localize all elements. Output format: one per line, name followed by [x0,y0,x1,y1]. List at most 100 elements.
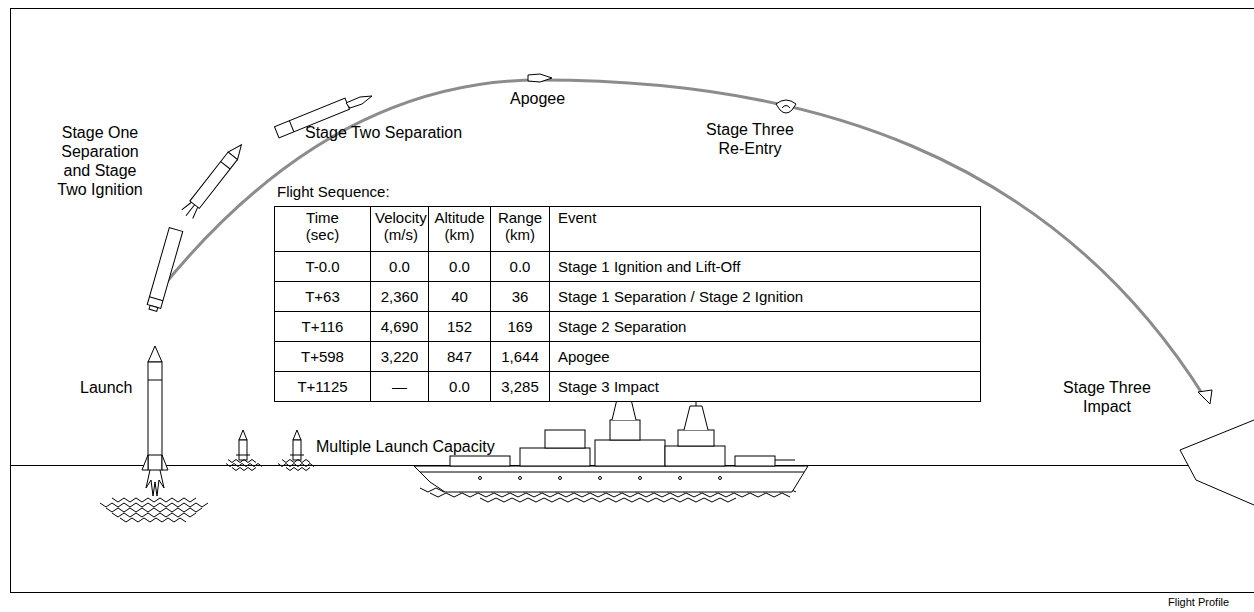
drawing-stroke [450,456,510,466]
table-cell: 847 [429,342,491,372]
drawing-stroke [639,477,642,480]
wave-stroke [120,518,186,522]
drawing-stroke [735,456,775,466]
stage-label: Stage One Separation and Stage Two Ignit… [50,123,150,199]
table-cell: Stage 1 Ignition and Lift-Off [550,252,981,282]
drawing-stroke [221,162,230,169]
drawing-stroke [599,477,602,480]
table-value: 2,360 [381,288,419,305]
drawing-stroke [290,455,304,456]
wave-stroke [106,508,202,512]
launch-label: Multiple Launch Capacity [316,437,495,456]
table-value: Stage 1 Separation / Stage 2 Ignition [558,288,803,305]
drawing-stroke [520,448,590,466]
stage-label: Stage Three Impact [1057,378,1157,416]
drawing-stroke [528,74,552,82]
table-header: Velocity (m/s) [375,209,427,243]
table-row: T+116 4,690 152 169 Stage 2 Separation [275,312,981,342]
table-cell: 4,690 [371,312,429,342]
drawing-stroke [1198,390,1212,404]
drawing-stroke [665,446,725,466]
table-header: Time (sec) [306,209,339,243]
drawing-stroke [289,121,293,132]
table-cell: T+63 [275,282,371,312]
drawing-stroke [236,455,250,456]
drawing-stroke [519,477,522,480]
drawing-stroke [146,470,164,496]
table-cell: 0.0 [491,252,550,282]
wave-stroke [112,513,196,517]
table-value: T-0.0 [305,258,339,275]
drawing-stroke [293,440,301,460]
drawing-stroke [782,106,790,109]
table-row: Time (sec) Velocity (m/s)Altitude (km)Ran… [275,207,981,252]
wave-stroke [232,468,256,471]
drawing-stroke [679,477,682,480]
table-cell: Event [550,207,981,252]
table-cell: Apogee [550,342,981,372]
table-value: 3,285 [501,378,539,395]
table-header: Event [558,209,596,226]
stage-label: Stage Two Separation [305,123,462,142]
stage-label: Stage Three Re-Entry [700,120,800,158]
wave-stroke [430,493,790,497]
table-cell: Stage 3 Impact [550,372,981,402]
table-cell: 0.0 [429,372,491,402]
drawing-stroke [180,141,246,221]
table-cell: 36 [491,282,550,312]
drawing-stroke [595,440,665,466]
drawing-stroke [149,305,158,311]
table-value: Stage 1 Ignition and Lift-Off [558,258,740,275]
table-value: 847 [447,348,472,365]
drawing-stroke [146,228,183,313]
drawing-stroke [719,477,722,480]
drawing-stroke [678,430,714,446]
drawing-stroke [684,406,708,430]
table-cell: 152 [429,312,491,342]
frame [11,9,1254,593]
table-value: 40 [451,288,468,305]
table-value: Stage 3 Impact [558,378,659,395]
launch-label: Launch [80,378,133,397]
table-value: 36 [512,288,529,305]
drawing-stroke [148,380,162,381]
table-value: Stage 2 Separation [558,318,686,335]
table-cell: 1,644 [491,342,550,372]
wave-stroke [100,503,208,507]
table-cell: — [371,372,429,402]
drawing-stroke [142,455,148,470]
table-cell: T+598 [275,342,371,372]
wave-stroke [282,460,310,463]
table-row: T+5983,2208471,644Apogee [275,342,981,372]
table-value: 1,644 [501,348,539,365]
drawing-stroke [239,440,247,460]
table-value: T+116 [302,318,344,335]
table-value: 0.0 [449,378,470,395]
drawing-stroke [239,430,247,440]
table-value: 152 [447,318,472,335]
wave-stroke [278,464,314,467]
caption: Flight Profile [1168,596,1229,609]
table-row: T+63 2,360 40 36 Stage 1 Separation / Stage … [275,282,981,312]
rocket-parts [142,74,1212,496]
table-value: T+1125 [297,378,347,395]
table-cell: T+1125 [275,372,371,402]
table-cell: 2,360 [371,282,429,312]
table-title: Flight Sequence: [277,182,390,201]
flight-sequence-table: Time (sec) Velocity (m/s)Altitude (km)Ran… [274,206,981,402]
table-value: 0.0 [389,258,410,275]
drawing-stroke [190,152,238,208]
drawing-stroke [147,228,183,309]
drawing-stroke [162,455,168,470]
drawing-stroke [180,200,200,220]
stage-label: Apogee [510,89,565,108]
table-cell: 169 [491,312,550,342]
drawing-stroke [148,455,162,456]
wave-stroke [228,460,256,463]
table-value: Apogee [558,348,610,365]
table-header: Altitude (km) [434,209,484,243]
drawing-stroke [775,460,795,461]
table-cell: 0.0 [371,252,429,282]
table-cell: Range (km) [491,207,550,252]
drawing-stroke [420,472,804,473]
